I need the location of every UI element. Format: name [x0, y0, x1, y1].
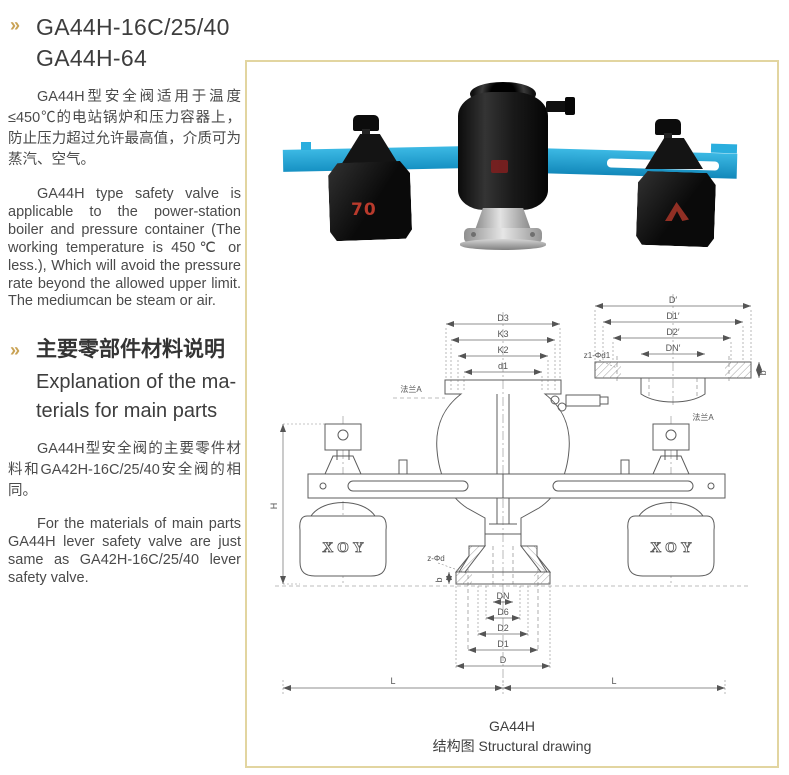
dim-D1: D1 [497, 639, 509, 649]
dim-b: b [434, 577, 444, 582]
dim-K2: K2 [497, 345, 508, 355]
model-heading: » GA44H-16C/25/40 GA44H-64 [8, 12, 241, 74]
section-marker-icon: » [10, 15, 21, 35]
dim-K3: K3 [497, 329, 508, 339]
dim-bolt-holes: z-Φd [427, 554, 445, 563]
bottom-dimensions: DN D6 D2 D1 D z-Φd b [427, 554, 551, 669]
dim-bolt-holes-p: z1-Φd1 [584, 351, 611, 360]
materials-title-en-line2: terials for main parts [36, 399, 218, 422]
left-weight-cast-text: XOY [322, 540, 367, 556]
section-marker-icon: » [10, 340, 21, 361]
materials-paragraph-en: For the materials of main parts GA44H le… [8, 516, 241, 587]
valve-body-section [436, 379, 570, 652]
drawing-right-weight: XOY [627, 502, 715, 577]
dim-L-left: L [390, 676, 395, 686]
dim-DN: DN [497, 591, 510, 601]
valve-flange-base [460, 239, 546, 250]
materials-title-zh: 主要零部件材料说明 [36, 338, 225, 362]
content-panel: 70 [245, 60, 779, 768]
dim-L-right: L [611, 676, 616, 686]
valve-neck [475, 208, 531, 230]
dim-D1p: D1′ [666, 311, 680, 321]
flange-detail-caption: 法兰A [692, 412, 714, 422]
drawing-caption-model: GA44H [489, 718, 535, 734]
product-photo: 70 [259, 72, 765, 287]
dim-D2p: D2′ [666, 327, 680, 337]
materials-title-en: Explanation of the ma- terials for main … [36, 368, 241, 426]
flange-detail: D′ D1′ D2′ DN′ z1-Φd1 b′ 法兰A [584, 294, 768, 422]
lever-arms [307, 473, 726, 499]
materials-heading: » 主要零部件材料说明 Explanation of the ma- teria… [8, 337, 241, 425]
dim-H: H [269, 503, 279, 510]
height-dimension: H [269, 423, 325, 585]
model-title-line1: GA44H-16C/25/40 [36, 14, 230, 40]
right-adjust-knob [655, 119, 681, 135]
dim-D2: D2 [497, 623, 509, 633]
left-adjust-knob [353, 115, 379, 131]
flange-bolt [530, 232, 535, 237]
outlet-fitting [550, 394, 609, 412]
lever-bar-left-tab [301, 142, 311, 150]
valve-side-fitting [546, 101, 568, 112]
dim-DNp: DN′ [666, 343, 681, 353]
drawing-caption: GA44H 结构图 Structural drawing [247, 716, 777, 757]
outlet-flange-reference: 法兰A [393, 384, 445, 399]
model-title: GA44H-16C/25/40 GA44H-64 [36, 12, 241, 74]
right-weight-cast-text: XOY [650, 540, 695, 556]
valve-body [458, 92, 548, 210]
valve-side-fitting-knob [565, 97, 575, 115]
model-title-line2: GA44H-64 [36, 45, 148, 72]
length-dimensions: L L [282, 676, 726, 694]
drawing-left-weight: XOY [299, 502, 387, 577]
dim-D3: D3 [497, 313, 509, 323]
weight-hangers [324, 423, 690, 475]
dim-Dp: D′ [669, 295, 677, 305]
materials-paragraph-zh: GA44H型安全阀的主要零件材料和GA42H-16C/25/40安全阀的相同。 [8, 440, 241, 499]
dim-d1: d1 [498, 361, 508, 371]
lever-bar-right-tab [710, 143, 738, 154]
left-weight-label: 70 [351, 200, 377, 220]
flange-ref-label: 法兰A [400, 384, 422, 394]
dim-D: D [500, 655, 507, 665]
valve-cast-logo [491, 160, 508, 173]
flange-bolt [471, 232, 476, 237]
dim-D6: D6 [497, 607, 509, 617]
dim-bp: b′ [758, 368, 768, 375]
intro-paragraph-en: GA44H type safety valve is applicable to… [8, 185, 241, 310]
structural-drawing: D3 K3 K2 d1 [269, 294, 768, 694]
top-dimensions: D3 K3 K2 d1 [445, 313, 561, 392]
intro-paragraph-zh: GA44H型安全阀适用于温度≤450℃的电站锅炉和压力容器上，防止压力超过允许最… [8, 89, 241, 169]
drawing-caption-title: 结构图 Structural drawing [432, 738, 592, 755]
materials-title-en-line1: Explanation of the ma- [36, 370, 237, 393]
sidebar: » GA44H-16C/25/40 GA44H-64 GA44H型安全阀适用于温… [8, 12, 241, 603]
